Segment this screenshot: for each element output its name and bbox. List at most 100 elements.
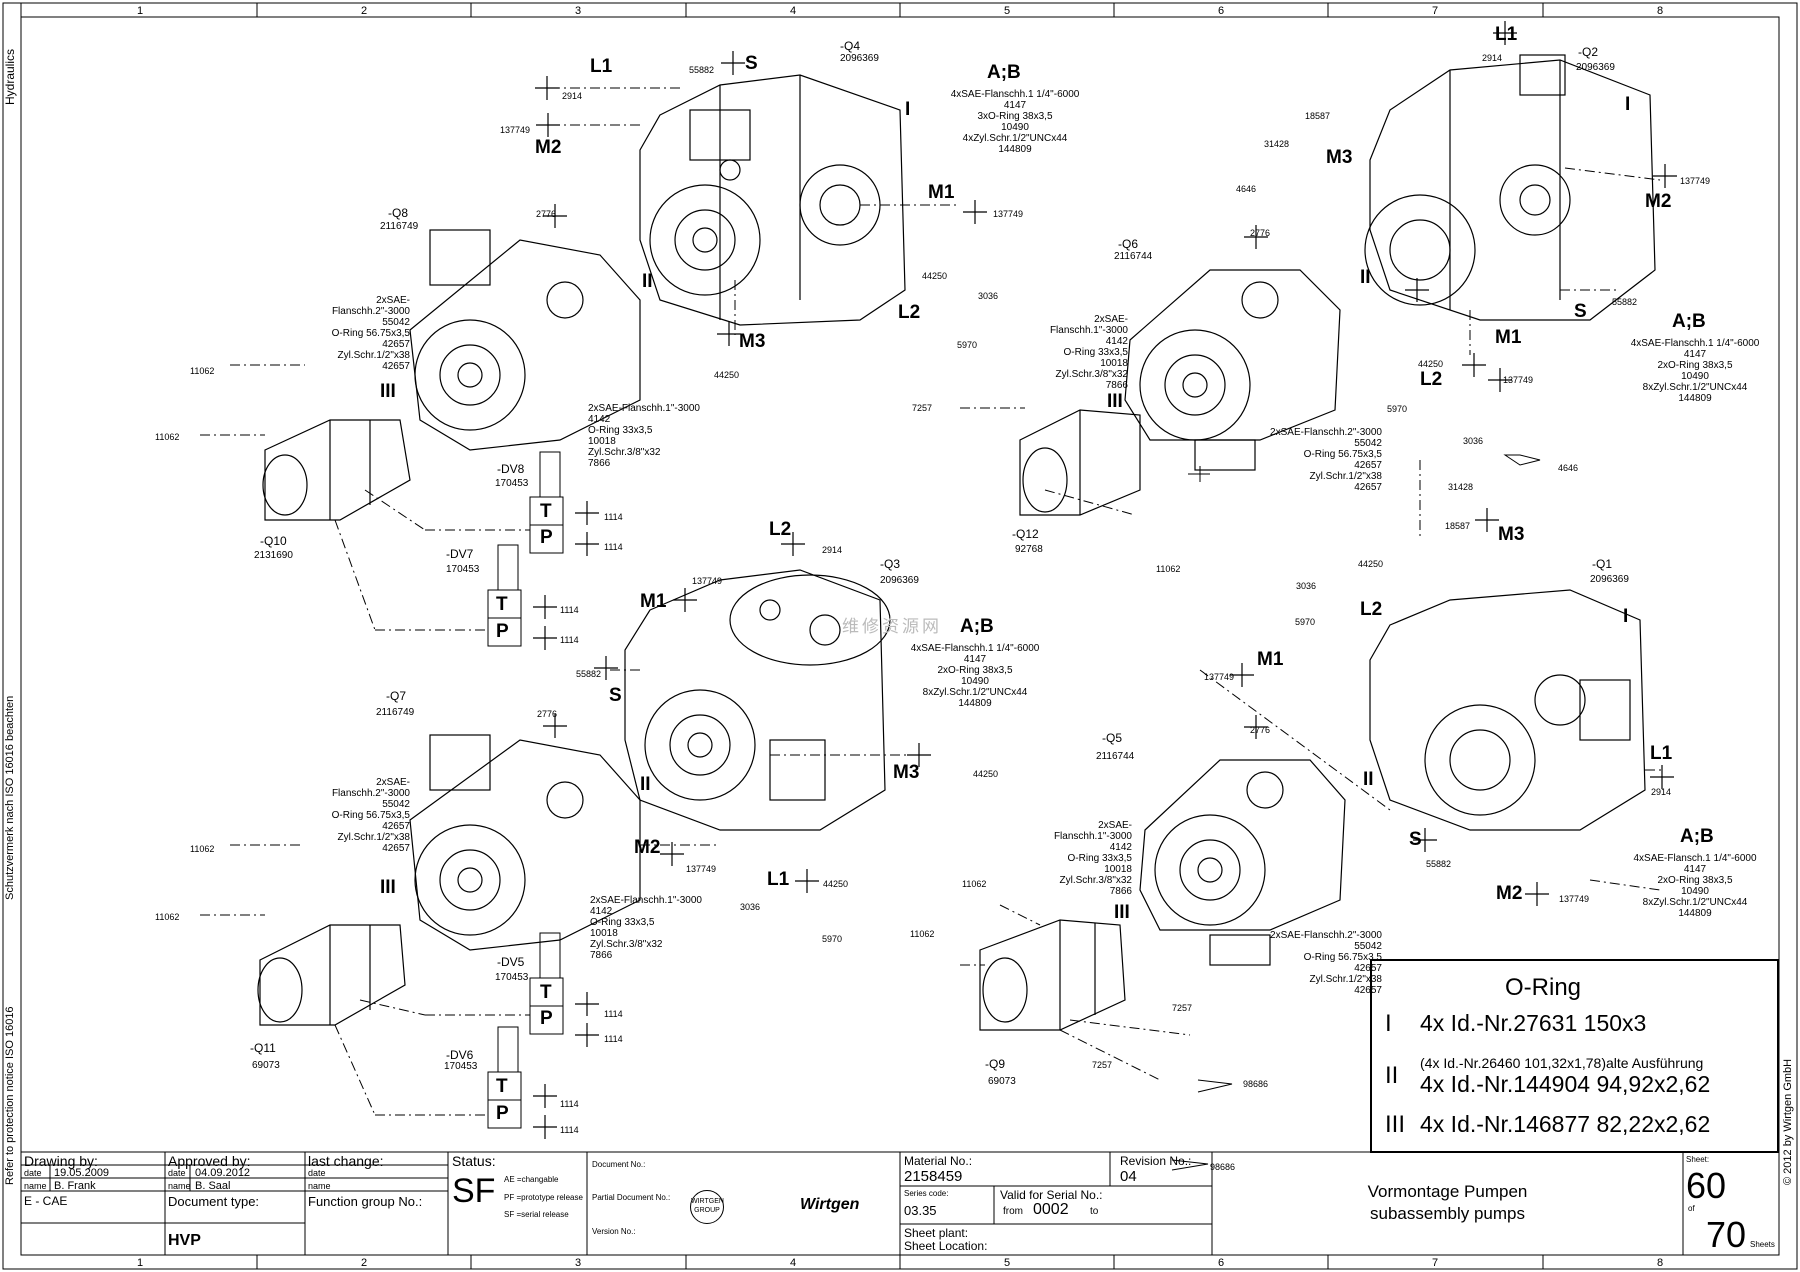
valve-port-p: P — [496, 1103, 509, 1124]
port-number: 44250 — [1358, 559, 1384, 569]
approved-date: 04.09.2012 — [195, 1167, 251, 1179]
port-label: M2 — [1496, 883, 1523, 904]
copyright: © 2012 by Wirtgen GmbH — [1782, 1058, 1794, 1185]
port-label: M1 — [1495, 327, 1522, 348]
date-label: date — [24, 1168, 42, 1178]
column-label: 3 — [574, 1257, 582, 1269]
status-sf: SF =serial release — [504, 1210, 569, 1219]
part-ref: -Q3 — [880, 557, 901, 571]
port-number: 137749 — [686, 864, 717, 874]
port-number: 2776 — [1250, 725, 1271, 735]
port-number: 11062 — [1156, 564, 1181, 574]
port-label: III — [380, 381, 396, 402]
title-de: Vormontage Pumpen — [1367, 1182, 1528, 1201]
doc-type-value: HVP — [168, 1232, 201, 1249]
port-number: 5970 — [1295, 617, 1316, 627]
port-label: M2 — [1645, 191, 1672, 212]
part-number: 2096369 — [880, 575, 919, 586]
drawing-name: B. Frank — [54, 1180, 96, 1192]
column-label: 3 — [574, 5, 582, 17]
part-ref: -Q1 — [1592, 557, 1613, 571]
part-ref: -Q4 — [840, 39, 861, 53]
port-number: 98686 — [1210, 1162, 1236, 1172]
oring-row-num: III — [1385, 1111, 1406, 1138]
port-number: 7257 — [1172, 1003, 1193, 1013]
column-label: 5 — [1003, 1257, 1011, 1269]
port-number: 2914 — [562, 91, 583, 101]
port-label: II — [642, 271, 653, 292]
part-ref: -DV5 — [497, 955, 525, 969]
part-ref: -DV7 — [446, 547, 474, 561]
part-number: 170453 — [444, 1061, 478, 1072]
port-number: 137749 — [1559, 894, 1590, 904]
valve-port-t: T — [496, 594, 508, 615]
port-label: M3 — [1498, 524, 1525, 545]
part-number: 2116749 — [376, 707, 415, 718]
port-label: I — [905, 99, 911, 120]
part-ref: -Q9 — [985, 1057, 1006, 1071]
series-value: 03.35 — [904, 1203, 937, 1218]
port-label: III — [1114, 902, 1130, 923]
port-label: L2 — [1360, 599, 1383, 620]
name-label: name — [308, 1181, 331, 1191]
date-label: date — [168, 1168, 186, 1178]
valve-port-p: P — [496, 621, 509, 642]
port-label: M2 — [634, 837, 661, 858]
port-number: 11062 — [910, 929, 935, 939]
port-number: 1114 — [560, 1125, 579, 1135]
part-number: 170453 — [446, 564, 480, 575]
oring-row-text: 4x Id.-Nr.27631 150x3 — [1420, 1010, 1647, 1036]
part-number: 2116744 — [1114, 251, 1153, 262]
port-label-ab: A;B — [987, 62, 1021, 83]
port-number: 2914 — [1482, 53, 1503, 63]
port-label: II — [1363, 769, 1374, 790]
port-label: S — [1409, 829, 1422, 850]
part-ref: -Q7 — [386, 689, 407, 703]
sheet-location-label: Sheet Location: — [904, 1239, 988, 1253]
of-label: of — [1688, 1204, 1695, 1213]
name-label: name — [24, 1181, 47, 1191]
port-label: L2 — [898, 302, 921, 323]
port-label: I — [1625, 94, 1631, 115]
document-no-label: Document No.: — [592, 1160, 646, 1169]
port-number: 98686 — [1243, 1079, 1269, 1089]
port-number: 2776 — [537, 709, 558, 719]
port-number: 3036 — [978, 291, 999, 301]
port-number: 18587 — [1305, 111, 1331, 121]
port-number: 1114 — [604, 512, 623, 522]
port-label: M1 — [640, 591, 667, 612]
column-label: 7 — [1431, 1257, 1439, 1269]
sheets-value: 70 — [1706, 1214, 1747, 1255]
part-ref: -Q11 — [250, 1041, 276, 1055]
port-number: 7257 — [1092, 1060, 1113, 1070]
port-label: L1 — [1495, 24, 1518, 45]
port-number: 2776 — [536, 209, 557, 219]
oring-row-text: 4x Id.-Nr.144904 94,92x2,62 — [1420, 1071, 1711, 1097]
column-label: 6 — [1217, 1257, 1225, 1269]
part-number: 2096369 — [1576, 62, 1615, 73]
port-number: 1114 — [560, 1099, 579, 1109]
port-label: M3 — [1326, 147, 1353, 168]
part-number: 2131690 — [254, 550, 293, 561]
watermark: 维修资源网 — [842, 617, 942, 636]
wirtgen-group-logo: WIRTGEN GROUP — [690, 1190, 724, 1224]
part-ref: -Q8 — [388, 206, 409, 220]
part-number: 2096369 — [840, 53, 879, 64]
part-number: 170453 — [495, 972, 529, 983]
port-number: 55882 — [576, 669, 602, 679]
column-label: 8 — [1656, 5, 1664, 17]
port-label: II — [1360, 267, 1371, 288]
column-label: 4 — [789, 1257, 797, 1269]
partial-document-no-label: Partial Document No.: — [592, 1193, 671, 1202]
port-label: S — [609, 685, 622, 706]
sheet-plant-label: Sheet plant: — [904, 1226, 969, 1240]
port-number: 31428 — [1448, 482, 1474, 492]
version-no-label: Version No.: — [592, 1227, 636, 1236]
valid-serial-value: 0002 — [1033, 1201, 1069, 1218]
part-number: 69073 — [988, 1076, 1016, 1087]
